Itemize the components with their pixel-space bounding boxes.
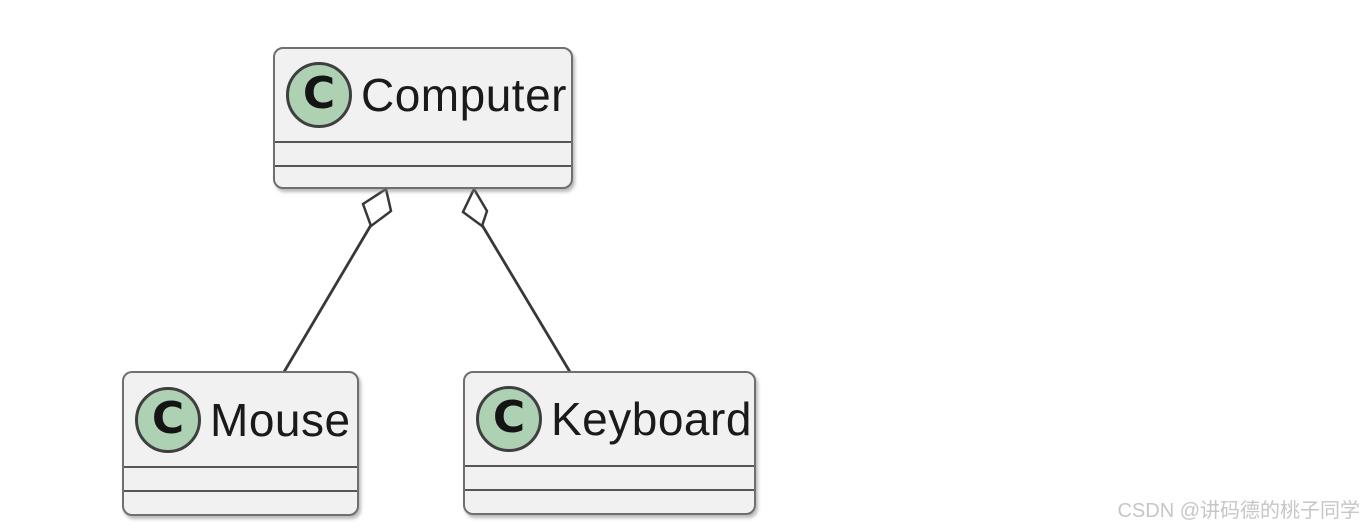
class-circle-icon: C (135, 386, 201, 453)
class-name-keyboard: Keyboard (551, 393, 752, 445)
methods-compartment-computer (275, 165, 571, 187)
class-box-computer: C Computer (273, 47, 573, 189)
class-name-computer: Computer (361, 69, 567, 121)
class-circle-icon: C (476, 386, 542, 452)
class-box-keyboard: C Keyboard (463, 371, 756, 515)
class-header-mouse: C Mouse (124, 373, 357, 466)
class-header-computer: C Computer (275, 49, 571, 141)
methods-compartment-mouse (124, 490, 357, 514)
aggregation-diamond-mouse-icon (361, 186, 393, 229)
methods-compartment-keyboard (465, 489, 754, 513)
class-header-keyboard: C Keyboard (465, 373, 754, 465)
aggregation-line-mouse (282, 224, 373, 373)
fields-compartment-mouse (124, 466, 357, 490)
class-name-mouse: Mouse (210, 393, 351, 446)
aggregation-link-computer-keyboard (461, 186, 572, 373)
class-box-mouse: C Mouse (122, 371, 359, 516)
fields-compartment-computer (275, 141, 571, 165)
aggregation-diamond-keyboard-icon (461, 186, 489, 229)
fields-compartment-keyboard (465, 465, 754, 489)
aggregation-line-keyboard (480, 224, 572, 373)
class-circle-icon: C (286, 62, 352, 128)
aggregation-link-computer-mouse (282, 186, 393, 373)
watermark-text: CSDN @讲码德的桃子同学 (1117, 500, 1360, 522)
